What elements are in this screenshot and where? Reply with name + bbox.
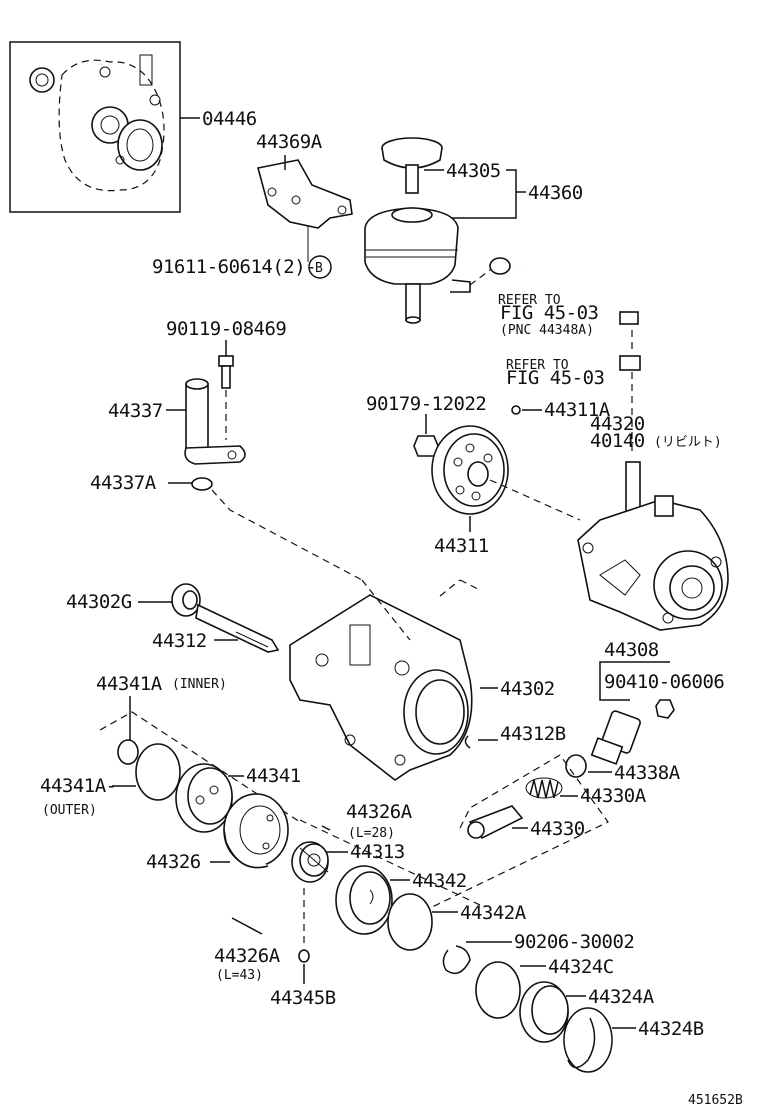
label-90179-12022: 90179-12022 — [366, 393, 486, 415]
snap-ring-90206 — [442, 945, 471, 975]
bolt-90119 — [218, 355, 234, 440]
label-44337: 44337 — [108, 400, 163, 422]
bracket-44369A — [257, 155, 353, 229]
label-44341A-inner-note: (INNER) — [172, 677, 227, 692]
shaft-44312 — [195, 603, 280, 653]
spring-44330A — [525, 777, 563, 799]
o-ring-44341A-inner — [117, 739, 139, 765]
label-91611-60614: 91611-60614(2)- — [152, 256, 316, 278]
pin-44326A-l28 — [321, 825, 331, 831]
bearing-44302G — [171, 583, 201, 617]
reservoir-cap-44305 — [381, 137, 443, 194]
label-44308: 44308 — [604, 639, 659, 661]
label-44326: 44326 — [146, 851, 201, 873]
label-90119-08469: 90119-08469 — [166, 318, 286, 340]
label-40140: 40140 — [590, 430, 645, 452]
label-44341: 44341 — [246, 765, 301, 787]
label-refer-b: FIG 45-03 — [500, 302, 599, 324]
pin-44326A-l43 — [231, 917, 263, 935]
label-04446: 04446 — [202, 108, 257, 130]
label-44326A-l28: 44326A — [346, 801, 413, 823]
label-44312: 44312 — [152, 630, 207, 652]
label-refer2-a: REFER TO — [506, 358, 569, 373]
label-44320: 44320 — [590, 413, 645, 435]
gasket-kit-inset — [9, 41, 200, 213]
label-44342A: 44342A — [460, 902, 527, 924]
label-44360: 44360 — [528, 182, 583, 204]
clip-44312B — [464, 735, 471, 749]
pipe-44337 — [184, 378, 246, 465]
label-44338A: 44338A — [614, 762, 681, 784]
ring-44324B — [563, 1007, 613, 1073]
pin-44345B — [298, 949, 310, 963]
key-44311A — [511, 405, 521, 415]
o-ring-44324C — [475, 961, 521, 1019]
label-44342: 44342 — [412, 870, 467, 892]
label-44341A-outer: 44341A- — [40, 775, 117, 797]
circle-b-marker — [308, 255, 332, 279]
label-44324C: 44324C — [548, 956, 614, 978]
o-ring-44341A-outer — [135, 743, 181, 801]
label-44311A: 44311A — [544, 399, 611, 421]
figure-id: 451652B — [688, 1093, 743, 1108]
label-44312B: 44312B — [500, 723, 566, 745]
label-refer-a: REFER TO — [498, 293, 561, 308]
label-44302G: 44302G — [66, 591, 132, 613]
label-44330: 44330 — [530, 818, 585, 840]
label-44313: 44313 — [350, 841, 405, 863]
label-circle-b: B — [315, 261, 323, 276]
o-ring-44337A — [191, 477, 213, 491]
label-44302: 44302 — [500, 678, 555, 700]
label-refer2-b: FIG 45-03 — [506, 367, 605, 389]
reservoir-tank-44360 — [364, 207, 471, 324]
label-90410-06006: 90410-06006 — [604, 671, 724, 693]
rotor-44313 — [291, 841, 329, 883]
seal-44324A — [519, 981, 569, 1043]
label-44326A-l43: 44326A — [214, 945, 281, 967]
label-44341A-inner: 44341A — [96, 673, 163, 695]
pulley-44311 — [431, 425, 509, 515]
fitting-44308 — [590, 710, 641, 765]
label-44311: 44311 — [434, 535, 489, 557]
label-44345B: 44345B — [270, 987, 336, 1009]
label-44324A: 44324A — [588, 986, 655, 1008]
return-hose — [469, 234, 641, 456]
flow-control-valve-44330 — [467, 805, 524, 840]
label-44326A-l43-note: (L=43) — [216, 968, 263, 983]
cam-ring-44326 — [223, 793, 289, 869]
plug-90410 — [655, 699, 675, 719]
pump-housing-44302 — [289, 579, 481, 781]
o-ring-44342A — [387, 893, 433, 951]
label-44324B: 44324B — [638, 1018, 704, 1040]
side-plate-44341 — [175, 763, 233, 833]
label-44305: 44305 — [446, 160, 501, 182]
label-40140-note: (リビルト) — [654, 435, 722, 450]
label-44341A-outer-note: (OUTER) — [42, 803, 97, 818]
label-44330A: 44330A — [580, 785, 647, 807]
label-44326A-l28-note: (L=28) — [348, 826, 395, 841]
pump-assembly-44320 — [577, 461, 729, 631]
label-44337A: 44337A — [90, 472, 157, 494]
label-refer-c: (PNC 44348A) — [500, 323, 594, 338]
label-44369A: 44369A — [256, 131, 323, 153]
side-plate-44342 — [335, 865, 393, 935]
o-ring-44338A — [565, 754, 587, 778]
label-90206-30002: 90206-30002 — [514, 931, 634, 953]
